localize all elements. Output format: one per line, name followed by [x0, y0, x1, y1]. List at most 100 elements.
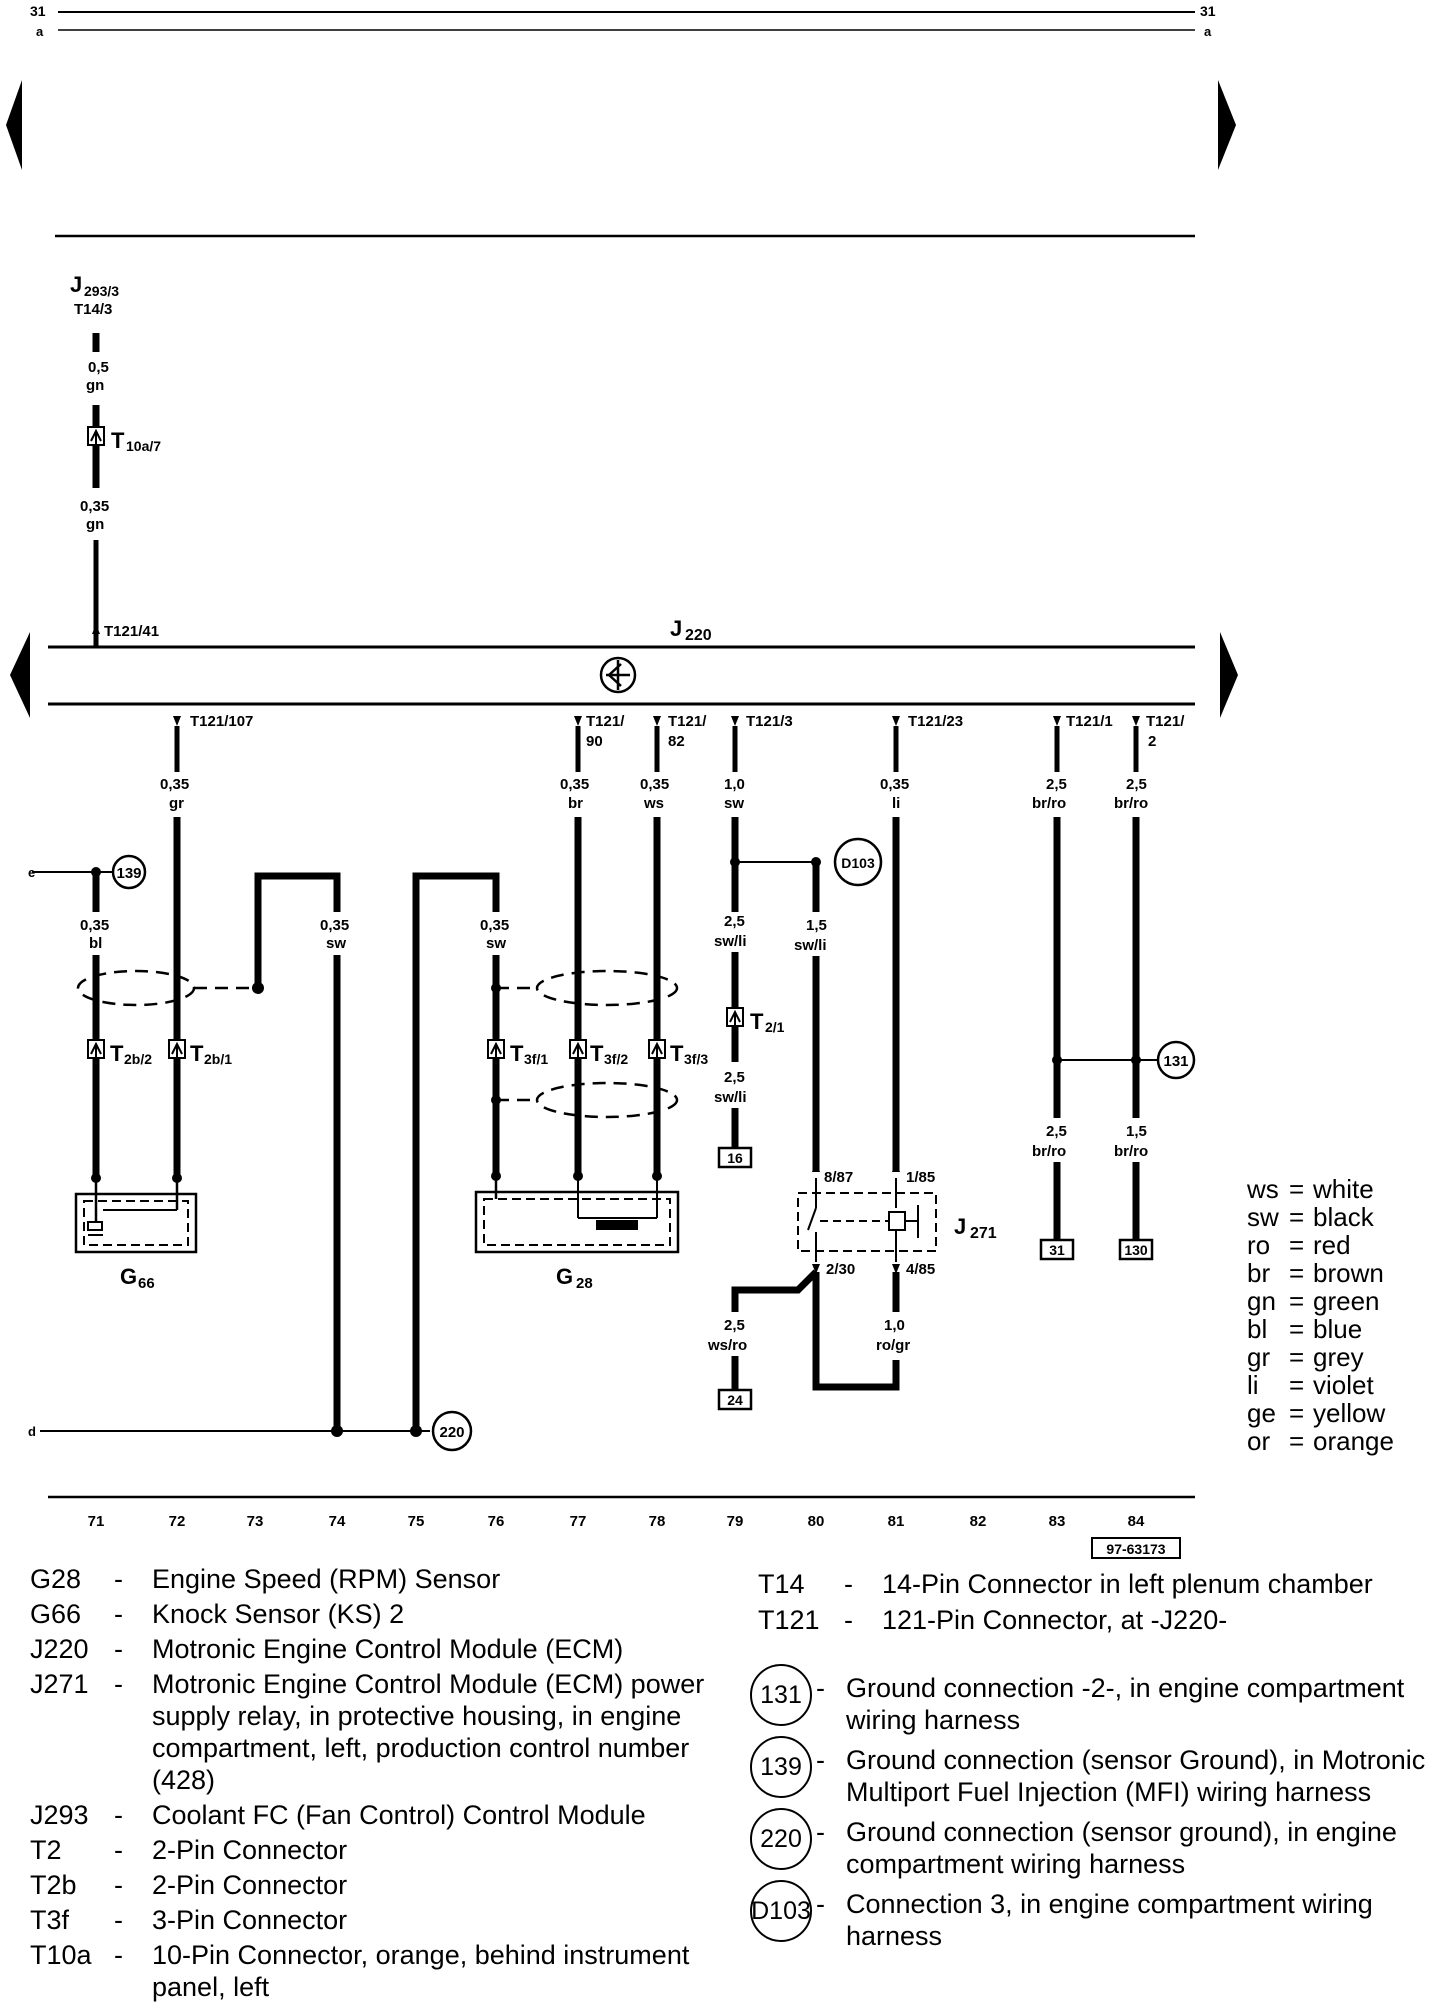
color-legend: ws=white sw=black ro=red br=brown gn=gre… [1247, 1175, 1394, 1455]
g66-sensor[interactable] [74, 1178, 198, 1254]
track-number: 83 [1049, 1513, 1066, 1530]
j271-relay[interactable] [797, 1178, 937, 1262]
g66-name: G [120, 1264, 137, 1289]
legend-code: T2b [30, 1870, 77, 1900]
wire-size: 1,0 [724, 776, 745, 793]
color-code: gn [1247, 1286, 1276, 1316]
color-name: brown [1313, 1258, 1384, 1288]
color-name: yellow [1313, 1398, 1386, 1428]
j293-sub: 293/3 [84, 283, 119, 299]
wire-color: sw/li [794, 937, 827, 954]
wire-size: 1,5 [1126, 1123, 1147, 1140]
wire-size: 2,5 [1046, 776, 1067, 793]
ground-220-marker: 220 [439, 1424, 464, 1441]
wire-size: 0,35 [880, 776, 909, 793]
wire-color: ro/gr [876, 1337, 910, 1354]
ground-legend-entry: 131-Ground connection -2-, in engine com… [750, 1664, 1440, 1736]
legend-code: T3f [30, 1905, 70, 1935]
wire-size: 2,5 [1126, 776, 1147, 793]
wire-color: sw/li [714, 1089, 747, 1106]
pin-label: 1/85 [906, 1169, 935, 1186]
equals-sign: = [1289, 1342, 1305, 1372]
legend-code: J220 [30, 1634, 89, 1664]
pin-label: T121/23 [908, 713, 963, 730]
legend-dash: - [114, 1870, 123, 1900]
wire-color: li [892, 795, 900, 812]
color-name: grey [1313, 1342, 1364, 1372]
wire-size: 0,5 [88, 359, 109, 376]
legend-code: T10a [30, 1940, 92, 1970]
module-prev-arrow-icon[interactable] [10, 632, 30, 718]
component-legend-left: G28-Engine Speed (RPM) Sensor G66-Knock … [30, 1563, 720, 2006]
color-code: br [1247, 1258, 1271, 1288]
equals-sign: = [1289, 1174, 1305, 1204]
wire-size: 0,35 [80, 917, 109, 934]
t3f3-sub: 3f/3 [684, 1051, 708, 1067]
legend-dash: - [114, 1800, 123, 1830]
color-code: li [1247, 1370, 1259, 1400]
color-legend-row: ws=white [1247, 1175, 1394, 1203]
edge-label-left: 31 [30, 3, 46, 19]
wire-color: bl [89, 935, 102, 952]
ground-code-circle: D103 [750, 1880, 812, 1942]
color-legend-row: bl=blue [1247, 1315, 1394, 1343]
g28-sensor[interactable] [474, 1176, 680, 1254]
pin-label: T121/1 [1066, 713, 1113, 730]
module-next-arrow-icon[interactable] [1220, 632, 1238, 718]
color-legend-row: sw=black [1247, 1203, 1394, 1231]
wire-color: gr [169, 795, 184, 812]
legend-entry: G66-Knock Sensor (KS) 2 [30, 1598, 720, 1630]
legend-dash: - [816, 1889, 825, 1919]
wire-size: 0,35 [80, 498, 109, 515]
pin-label: 8/87 [824, 1169, 853, 1186]
legend-description: 14-Pin Connector in left plenum chamber [882, 1569, 1373, 1599]
pin-label: T121/ [1146, 713, 1185, 730]
page-edge-top: 31 a 31 a [30, 3, 1216, 39]
legend-description: Coolant FC (Fan Control) Control Module [152, 1800, 646, 1830]
legend-dash: - [114, 1940, 123, 1970]
pin-label: 4/85 [906, 1261, 935, 1278]
terminal-24: 24 [727, 1392, 743, 1408]
ground-139-marker: 139 [116, 865, 141, 882]
legend-description: 3-Pin Connector [152, 1905, 348, 1935]
t3f2-sub: 3f/2 [604, 1051, 628, 1067]
color-legend-row: ro=red [1247, 1231, 1394, 1259]
legend-code: T14 [758, 1569, 805, 1599]
t21-name: T [750, 1009, 764, 1034]
legend-description: 10-Pin Connector, orange, behind instrum… [152, 1940, 690, 2002]
wire-color: gn [86, 516, 104, 533]
page-next-arrow-icon[interactable] [1218, 80, 1236, 170]
color-name: black [1313, 1202, 1374, 1232]
j293-name: J [70, 272, 82, 297]
wire-color: br/ro [1032, 795, 1066, 812]
ground-legend-entry: D103-Connection 3, in engine compartment… [750, 1880, 1440, 1952]
t2b2-sub: 2b/2 [124, 1051, 152, 1067]
ground-legend-entry: 139-Ground connection (sensor Ground), i… [750, 1736, 1440, 1808]
j293-pin: T14/3 [74, 301, 112, 318]
pin-label: 2/30 [826, 1261, 855, 1278]
ground-code-circle: 139 [750, 1736, 812, 1798]
edge-label-right: 31 [1200, 3, 1216, 19]
terminal-31: 31 [1049, 1242, 1065, 1258]
track-number: 77 [570, 1513, 587, 1530]
wire-color: sw [326, 935, 346, 952]
legend-dash: - [816, 1745, 825, 1775]
page-prev-arrow-icon[interactable] [6, 80, 22, 170]
pin-label: 82 [668, 733, 685, 750]
t2b2-name: T [110, 1041, 124, 1066]
j220-module[interactable] [48, 645, 1195, 706]
color-code: or [1247, 1426, 1271, 1456]
legend-description: 2-Pin Connector [152, 1870, 348, 1900]
g28-sub: 28 [576, 1275, 593, 1292]
legend-description: Connection 3, in engine compartment wiri… [846, 1889, 1373, 1951]
color-code: ws [1247, 1174, 1279, 1204]
color-legend-row: li=violet [1247, 1371, 1394, 1399]
track-number: 74 [329, 1513, 346, 1530]
d103-marker: D103 [841, 855, 875, 871]
legend-code: T121 [758, 1605, 820, 1635]
legend-entry: J293-Coolant FC (Fan Control) Control Mo… [30, 1799, 720, 1831]
legend-dash: - [844, 1605, 853, 1635]
wire-size: 2,5 [724, 1069, 745, 1086]
t2b1-name: T [190, 1041, 204, 1066]
